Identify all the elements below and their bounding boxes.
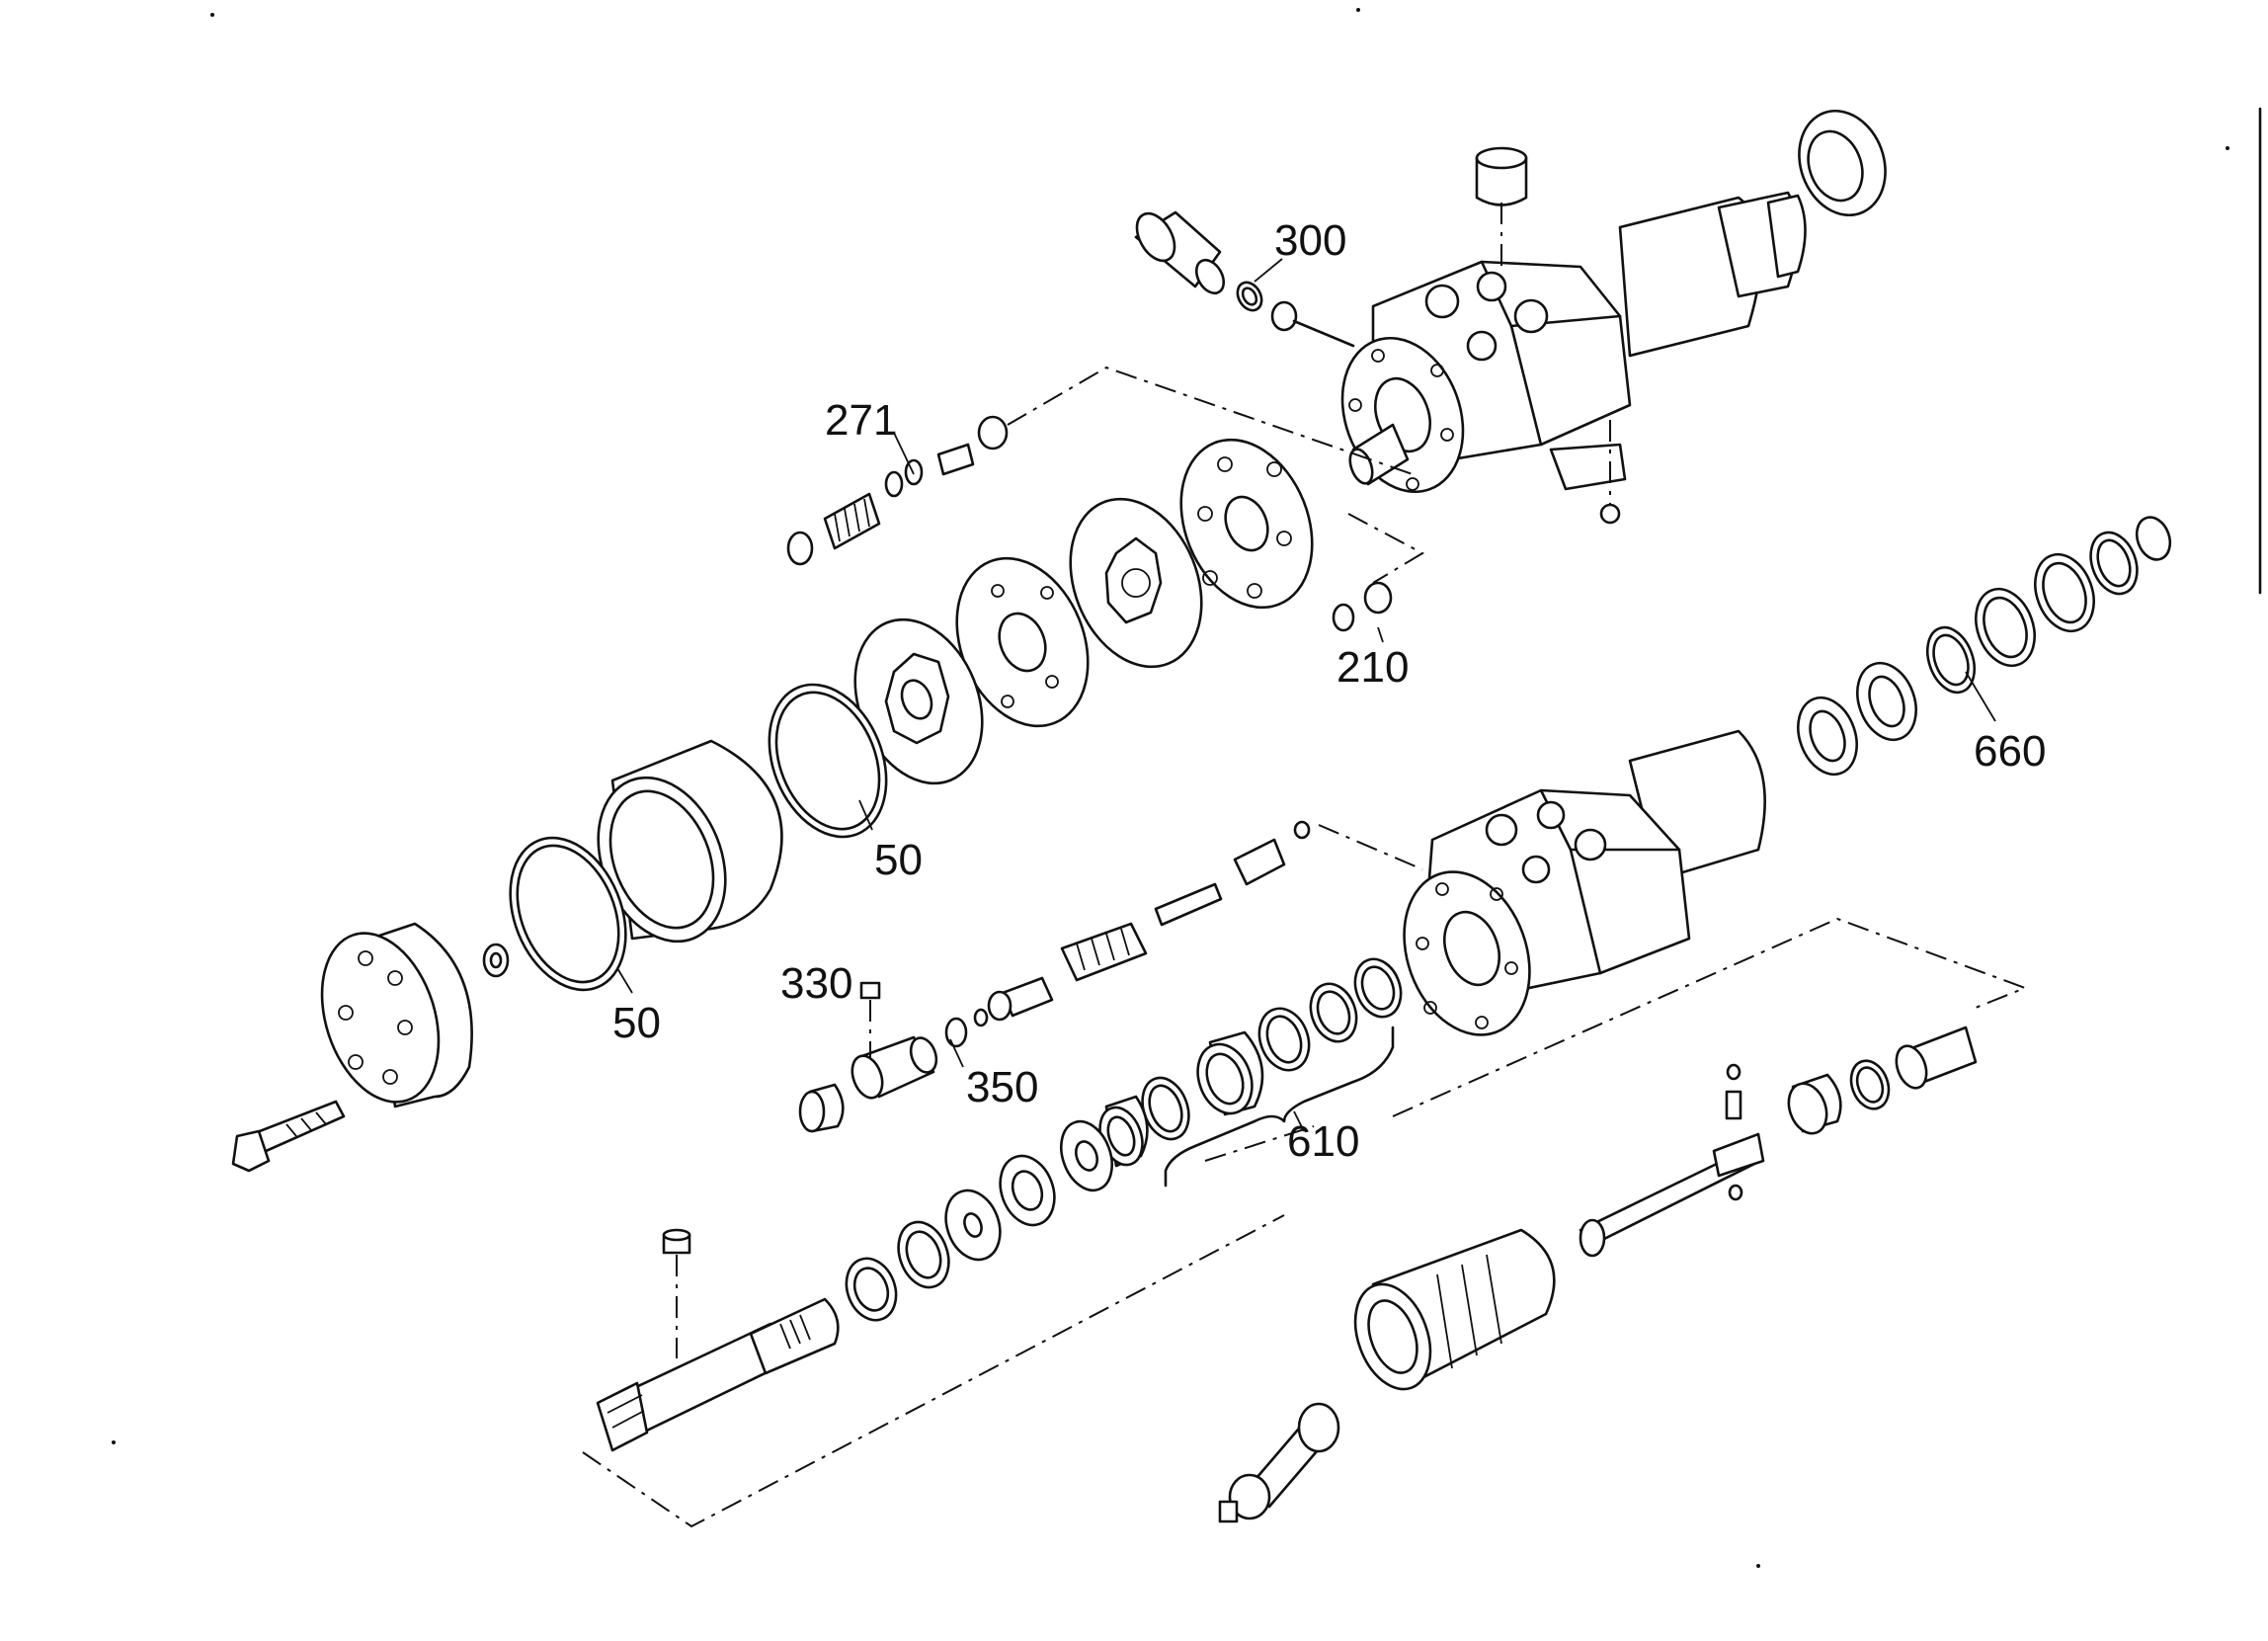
callout-610: 610 — [1287, 1117, 1359, 1166]
callout-271: 271 — [825, 396, 897, 445]
callout-leaders — [616, 258, 1996, 1132]
o-ring-upper-50 — [768, 683, 888, 839]
spool-pins — [944, 820, 1311, 1048]
callout-350: 350 — [966, 1063, 1038, 1111]
input-spool-shaft — [596, 1228, 840, 1452]
relief-valve-271 — [786, 366, 1425, 584]
seal-stack-610 — [845, 957, 1403, 1322]
valve-cartridge-300 — [1134, 210, 1355, 348]
callout-50-upper: 50 — [874, 836, 923, 884]
screw-330 — [798, 981, 938, 1133]
callout-330: 330 — [780, 959, 852, 1008]
cardan-shaft — [1218, 1402, 1340, 1523]
dash-frame-lines — [582, 917, 2028, 1528]
callout-210: 210 — [1336, 643, 1409, 692]
lower-housing — [1318, 729, 1766, 1036]
upper-housing — [1340, 191, 1807, 525]
end-cover — [320, 922, 473, 1108]
callout-660: 660 — [1974, 727, 2046, 776]
scan-specks — [112, 8, 2229, 1568]
bearing-stack-660 — [1797, 516, 2172, 777]
small-washer — [482, 943, 510, 978]
callout-300: 300 — [1274, 216, 1346, 265]
callout-50-lower: 50 — [612, 999, 661, 1047]
callout-labels: 300 271 210 660 50 50 330 350 610 — [612, 216, 2046, 1166]
drive-coupling — [1579, 1026, 1978, 1258]
rotor-gerotor — [1069, 497, 1203, 669]
control-spool — [1353, 1228, 1556, 1391]
top-plug-part — [1475, 146, 1528, 272]
sleeve-ring — [597, 739, 783, 944]
fitting-210 — [1332, 581, 1393, 632]
o-ring-lower-50 — [509, 836, 627, 992]
bolt — [231, 1100, 346, 1173]
rotor-plate-1 — [1179, 438, 1314, 610]
seal-ring-top-right — [1798, 109, 1887, 217]
